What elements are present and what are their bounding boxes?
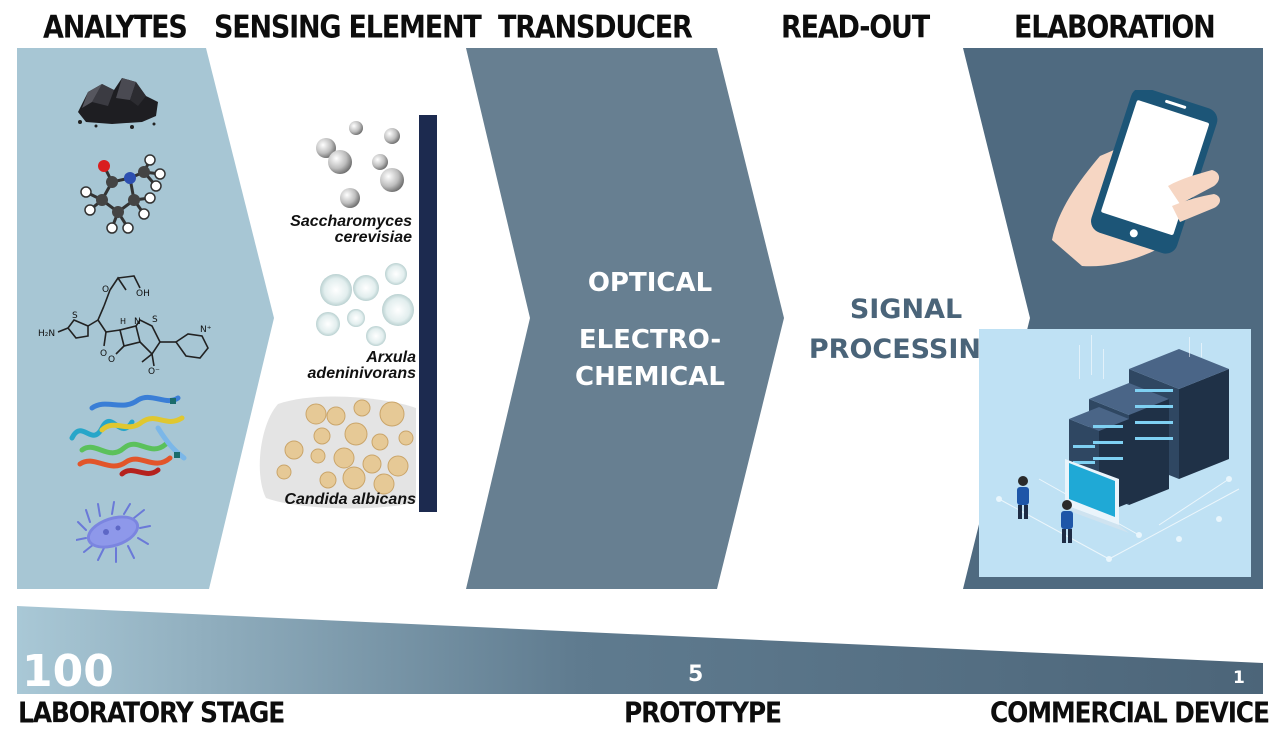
molecule-h-label: H [120, 317, 126, 326]
protein-structure-icon [69, 394, 187, 477]
scale-label-prototype: PROTOTYPE [624, 696, 782, 730]
saccharomyces-cells-icon [316, 121, 404, 208]
organism-label-line1: Arxula [366, 349, 416, 366]
transducer-panel [466, 48, 784, 589]
header-read-out: READ-OUT [781, 10, 930, 46]
arxula-cells-icon [316, 263, 414, 346]
header-transducer: TRANSDUCER [498, 10, 693, 46]
header-elaboration: ELABORATION [1014, 10, 1216, 46]
candida-cells-icon [259, 396, 416, 509]
scale-wedge [17, 606, 1263, 694]
smartphone-hand-icon [1052, 90, 1220, 267]
header-analytes: ANALYTES [43, 10, 188, 46]
readout-processing-label: PROCESSING [808, 334, 1004, 365]
organism-label-arxula: Arxula adeninivorans [262, 350, 416, 382]
bacterium-icon [76, 501, 151, 563]
transducer-optical-label: OPTICAL [587, 268, 713, 298]
molecule-ball-stick-icon [80, 154, 166, 234]
coal-rock-icon [78, 78, 158, 129]
molecule-o-label-1: O [102, 285, 109, 295]
scale-value-100: 100 [22, 646, 114, 697]
molecule-o-label-3: O [108, 355, 115, 365]
scale-value-1: 1 [1233, 668, 1245, 688]
molecule-n-plus-label: N⁺ [200, 325, 212, 335]
molecule-s-label: S [152, 315, 158, 325]
data-center-illustration [979, 329, 1251, 577]
transducer-chemical-label: CHEMICAL [575, 362, 725, 392]
scale-label-laboratory-stage: LABORATORY STAGE [18, 696, 285, 730]
sensing-divider-bar [419, 115, 437, 512]
organism-label-saccharomyces: Saccharomyces cerevisiae [262, 214, 412, 246]
molecule-o-minus-label: O⁻ [148, 367, 160, 376]
organism-label-line1: Candida albicans [284, 491, 416, 508]
header-sensing-element: SENSING ELEMENT [214, 10, 482, 46]
scale-label-commercial-device: COMMERCIAL DEVICE [990, 696, 1270, 730]
molecule-s-thiazole-label: S [72, 311, 78, 321]
molecule-n-label: N [134, 317, 141, 327]
molecule-h2n-label: H₂N [38, 329, 55, 339]
molecule-o-label-2: O [100, 349, 107, 359]
molecule-oh-label: OH [136, 289, 150, 299]
organism-label-candida: Candida albicans [260, 492, 416, 508]
readout-signal-label: SIGNAL [849, 294, 963, 325]
organism-label-line2: cerevisiae [334, 229, 412, 246]
organism-label-line1: Saccharomyces [290, 213, 412, 230]
transducer-electro-label: ELECTRO- [578, 325, 722, 355]
analytes-panel [17, 48, 274, 589]
cephalosporin-structure-icon: OH H₂N O⁻ N⁺ S S N O O O H [38, 275, 212, 376]
organism-label-line2: adeninivorans [307, 365, 416, 382]
scale-value-5: 5 [688, 662, 704, 687]
